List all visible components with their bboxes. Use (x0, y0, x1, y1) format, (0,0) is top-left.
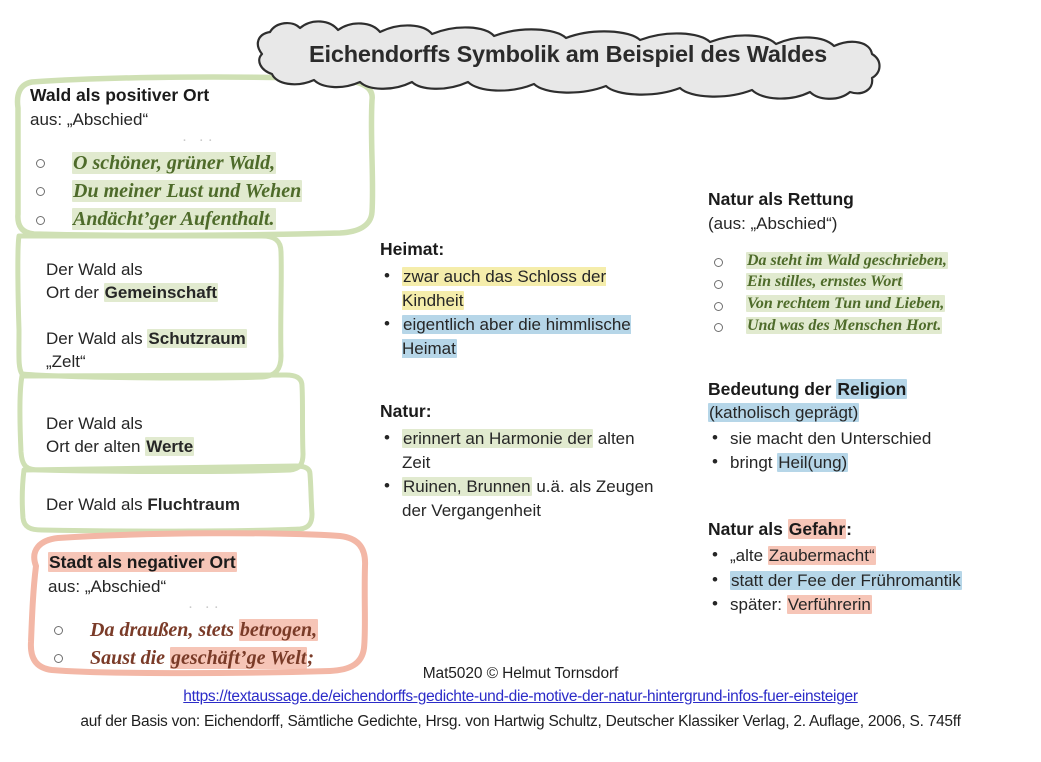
religion-sub: (katholisch geprägt) (708, 402, 860, 422)
ellipsis-mark: · ·· (188, 599, 223, 616)
religion-heading: Bedeutung der Religion (708, 379, 908, 399)
footer: Mat5020 © Helmut Tornsdorf https://texta… (0, 665, 1041, 731)
list-item: zwar auch das Schloss der Kindheit (380, 264, 660, 313)
section-natur-als-gefahr: Natur als Gefahr: „alte Zaubermacht“ sta… (708, 518, 1008, 618)
heimat-heading: Heimat: (380, 239, 445, 259)
natur-heading: Natur: (380, 401, 432, 421)
aspect-fluchtraum: Der Wald als Fluchtraum (46, 493, 296, 516)
heimat-bullet-list: zwar auch das Schloss der Kindheit eigen… (380, 264, 660, 361)
stadt-negativ-quote-list: Da draußen, stets betrogen, Saust die ge… (48, 616, 368, 673)
section-stadt-als-negativer-ort: Stadt als negativer Ort aus: „Abschied“ … (48, 551, 368, 672)
quote-line: Andächt’ger Aufenthalt. (30, 205, 360, 233)
quote-line: Du meiner Lust und Wehen (30, 177, 360, 205)
stadt-negativ-heading: Stadt als negativer Ort (48, 552, 237, 572)
religion-bullet-list: sie macht den Unterschied bringt Heil(un… (708, 426, 1008, 476)
religion-keyword: Religion (836, 379, 908, 399)
gefahr-keyword: Gefahr (787, 519, 847, 539)
aspect-line-2: Der Wald als Fluchtraum (46, 495, 240, 514)
list-item: sie macht den Unterschied (708, 426, 1008, 451)
natur-rettung-source: (aus: „Abschied“) (708, 213, 838, 233)
wald-positiv-source: aus: „Abschied“ (30, 109, 149, 129)
list-item: eigentlich aber die himmlische Heimat (380, 312, 660, 361)
wald-positiv-heading: Wald als positiver Ort (30, 85, 210, 105)
aspect-schutzraum: Der Wald als Schutzraum „Zelt“ (46, 327, 296, 374)
basis-citation: auf der Basis von: Eichendorff, Sämtlich… (80, 713, 961, 730)
aspect-line-3: „Zelt“ (46, 352, 86, 372)
aspect-line-2: Ort der alten Werte (46, 437, 195, 457)
list-item: bringt Heil(ung) (708, 450, 1008, 475)
aspect-keyword: Schutzraum (147, 329, 247, 348)
source-link[interactable]: https://textaussage.de/eichendorffs-gedi… (183, 688, 858, 705)
stadt-negativ-source: aus: „Abschied“ (48, 576, 167, 596)
list-item: statt der Fee der Frühromantik (708, 568, 1008, 593)
list-item: erinnert an Harmonie der alten Zeit (380, 426, 660, 475)
ellipsis-mark: · ·· (182, 132, 217, 149)
list-item: „alte Zaubermacht“ (708, 543, 1008, 568)
quote-line: Und was des Menschen Hort. (708, 315, 1008, 337)
aspect-line-1: Der Wald als (46, 260, 143, 279)
page-title: Eichendorffs Symbolik am Beispiel des Wa… (309, 40, 827, 67)
section-natur-als-rettung: Natur als Rettung (aus: „Abschied“) Da s… (708, 188, 1008, 337)
section-wald-als-positiver-ort: Wald als positiver Ort aus: „Abschied“ ·… (30, 84, 360, 234)
aspect-keyword: Fluchtraum (147, 495, 240, 514)
gefahr-bullet-list: „alte Zaubermacht“ statt der Fee der Frü… (708, 543, 1008, 617)
natur-rettung-quote-list: Da steht im Wald geschrieben, Ein stille… (708, 250, 1008, 337)
natur-rettung-heading: Natur als Rettung (708, 189, 854, 209)
quote-line: Ein stilles, ernstes Wort (708, 271, 1008, 293)
quote-line: Da steht im Wald geschrieben, (708, 250, 1008, 272)
wald-positiv-quote-list: O schöner, grüner Wald, Du meiner Lust u… (30, 149, 360, 234)
section-heimat: Heimat: zwar auch das Schloss der Kindhe… (380, 238, 660, 362)
aspect-keyword: Werte (145, 437, 195, 457)
natur-bullet-list: erinnert an Harmonie der alten Zeit Ruin… (380, 426, 660, 523)
aspect-line-2: Ort der Gemeinschaft (46, 283, 219, 303)
list-item: Ruinen, Brunnen u.ä. als Zeugen der Verg… (380, 474, 660, 523)
aspect-line-1: Der Wald als (46, 414, 143, 433)
quote-line: O schöner, grüner Wald, (30, 149, 360, 177)
quote-line: Von rechtem Tun und Lieben, (708, 293, 1008, 315)
section-natur: Natur: erinnert an Harmonie der alten Ze… (380, 400, 660, 524)
quote-line: Da draußen, stets betrogen, (48, 616, 368, 644)
section-bedeutung-der-religion: Bedeutung der Religion (katholisch geprä… (708, 378, 1008, 476)
aspect-werte: Der Wald als Ort der alten Werte (46, 412, 296, 459)
list-item: später: Verführerin (708, 592, 1008, 617)
aspect-keyword: Gemeinschaft (103, 283, 219, 303)
quote-line: Saust die geschäft’ge Welt; (48, 644, 368, 672)
credit-line: Mat5020 © Helmut Tornsdorf (422, 665, 619, 682)
title-banner: Eichendorffs Symbolik am Beispiel des Wa… (248, 18, 888, 90)
aspect-line-2: Der Wald als Schutzraum (46, 329, 247, 348)
gefahr-heading: Natur als Gefahr: (708, 519, 852, 539)
aspect-gemeinschaft: Der Wald als Ort der Gemeinschaft (46, 258, 296, 305)
